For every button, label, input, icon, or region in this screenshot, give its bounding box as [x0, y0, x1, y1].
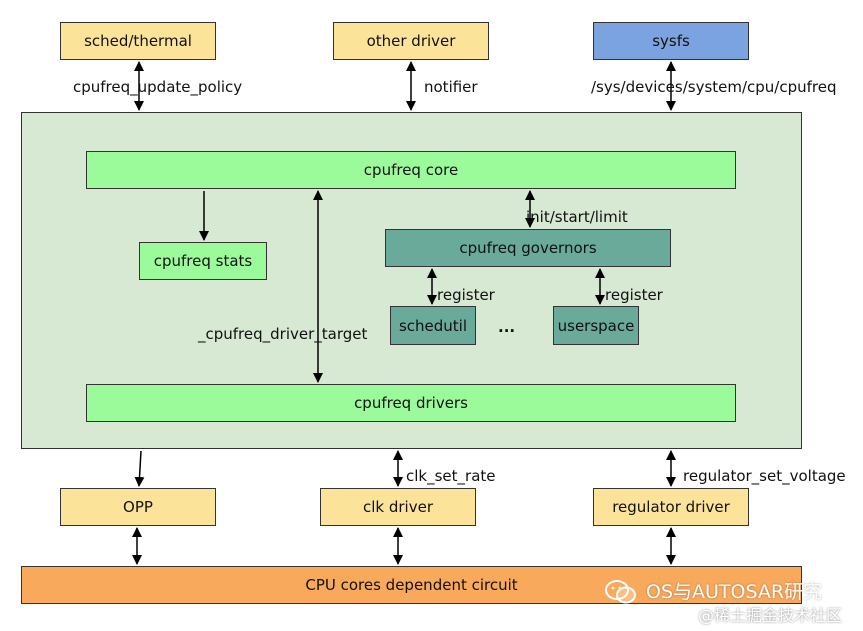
arrow-drivers-opp: [134, 450, 145, 487]
label-notifier: notifier: [424, 78, 478, 96]
label-sysfs-path: /sys/devices/system/cpu/cpufreq: [591, 78, 837, 96]
label-clk-set-rate: clk_set_rate: [406, 467, 496, 485]
cpufreq-core-box: cpufreq core: [86, 151, 736, 189]
label-driver-target: _cpufreq_driver_target: [198, 325, 368, 343]
label-regulator-set-voltage: regulator_set_voltage: [683, 467, 846, 485]
schedutil-box: schedutil: [390, 306, 476, 345]
label-register-userspace: register: [605, 286, 663, 304]
cpu-circuit-box: CPU cores dependent circuit: [21, 566, 802, 604]
clk-driver-box: clk driver: [320, 488, 476, 526]
regulator-driver-box: regulator driver: [593, 488, 749, 526]
label-init-start-limit: init/start/limit: [526, 208, 628, 226]
sched-thermal-box: sched/thermal: [60, 22, 216, 60]
opp-box: OPP: [60, 488, 216, 526]
watermark-subtitle: @稀土掘金技术社区: [698, 606, 843, 625]
watermark-title: OS与AUTOSAR研究: [646, 581, 823, 603]
cpufreq-drivers-box: cpufreq drivers: [86, 384, 736, 422]
governors-ellipsis: ...: [498, 318, 516, 336]
wechat-icon: [604, 579, 638, 605]
sysfs-box: sysfs: [593, 22, 749, 60]
label-register-schedutil: register: [437, 286, 495, 304]
label-cpufreq-update-policy: cpufreq_update_policy: [73, 78, 243, 96]
userspace-box: userspace: [553, 306, 639, 345]
other-driver-box: other driver: [333, 22, 489, 60]
cpufreq-stats-box: cpufreq stats: [139, 242, 267, 280]
cpufreq-governors-box: cpufreq governors: [385, 229, 671, 267]
